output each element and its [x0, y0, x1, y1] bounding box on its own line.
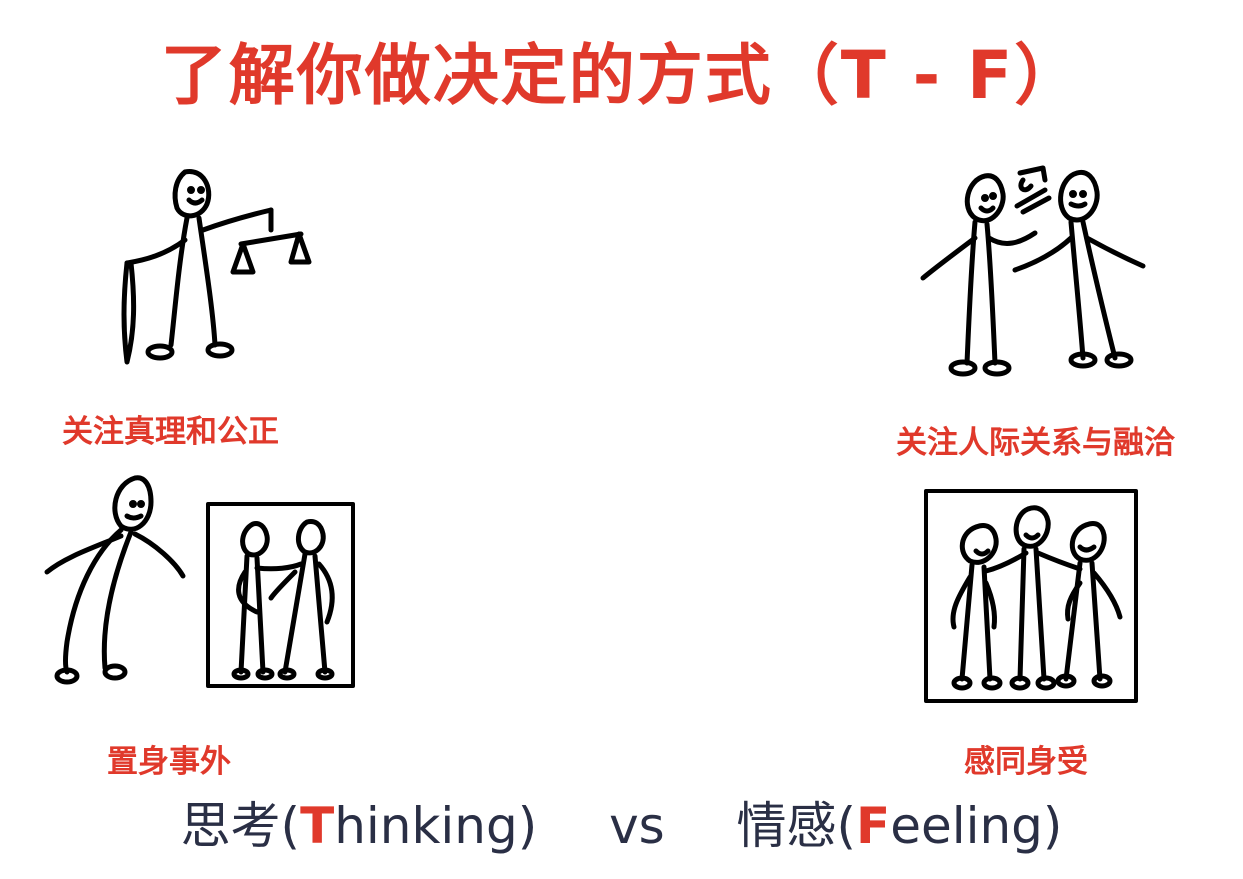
feeling-prefix: 情感(: [736, 797, 857, 855]
detached-observer-illustration: [35, 472, 360, 692]
thinking-rest: hinking): [334, 797, 538, 855]
chatting-figures-illustration: [905, 158, 1155, 388]
thinking-vs-feeling-label: 思考(Thinking) vs 情感(Feeling): [0, 786, 1243, 858]
caption-detached: 置身事外: [107, 744, 231, 780]
feeling-rest: eeling): [890, 797, 1063, 855]
page-title: 了解你做决定的方式（T - F）: [160, 37, 1083, 114]
caption-empathize: 感同身受: [964, 744, 1088, 780]
justice-figure-illustration: [105, 160, 325, 375]
caption-relationships-harmony: 关注人际关系与融洽: [896, 425, 1175, 461]
thinking-prefix: 思考(: [180, 797, 301, 855]
caption-truth-justice: 关注真理和公正: [62, 414, 279, 450]
vs-label: vs: [609, 797, 665, 855]
feeling-letter: F: [856, 797, 891, 855]
empathy-group-illustration: [920, 487, 1140, 707]
thinking-letter: T: [300, 797, 335, 855]
